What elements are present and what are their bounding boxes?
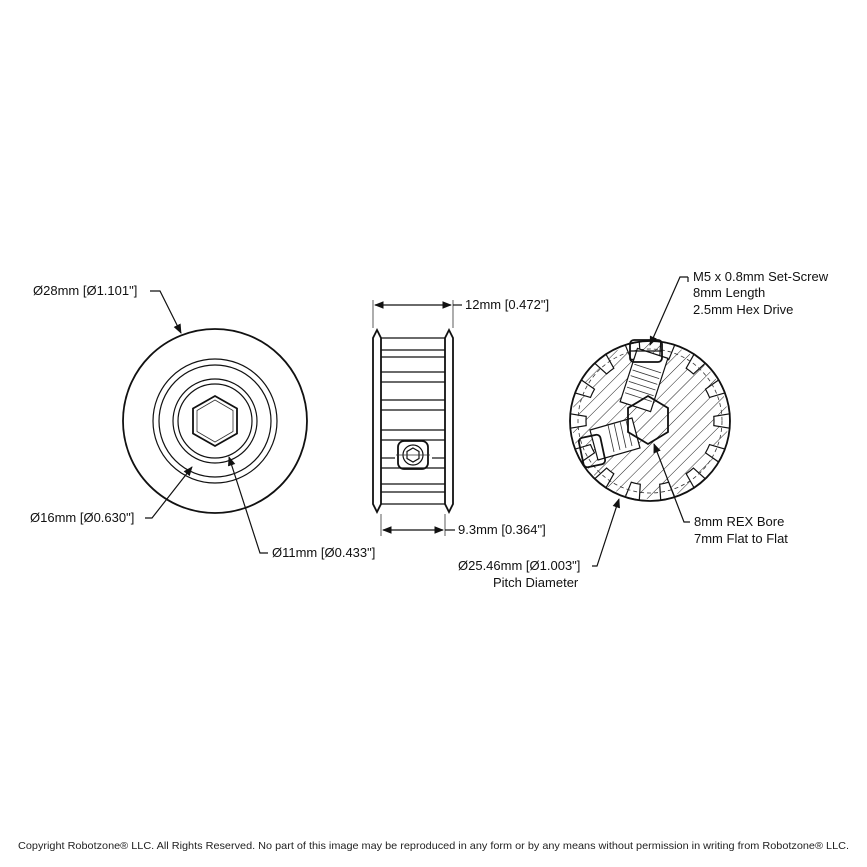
set-screw-line-1: M5 x 0.8mm Set-Screw: [693, 269, 829, 284]
hex-bore-inner: [196, 399, 234, 443]
set-screw-leader: [649, 276, 688, 346]
pitch-diameter-caption: Pitch Diameter: [493, 575, 579, 590]
outer-flange-circle: [122, 328, 308, 514]
bore-line-2: 7mm Flat to Flat: [694, 531, 788, 546]
hub-inner-circle: [177, 383, 253, 459]
tooth-lines: [381, 349, 445, 493]
hub-diameter-label: Ø11mm [Ø0.433"]: [272, 545, 375, 560]
set-screw-line-3: 2.5mm Hex Drive: [693, 302, 793, 317]
set-screw-line-2: 8mm Length: [693, 285, 765, 300]
copyright-text: Copyright Robotzone® LLC. All Rights Res…: [18, 840, 849, 852]
tooth-gap: [593, 467, 615, 489]
hex-bore-shape: [192, 394, 238, 448]
hub-step-circle: [158, 364, 272, 478]
bore-leader: [653, 443, 690, 523]
overall-width-label: 12mm [0.472"]: [465, 297, 549, 312]
section-view: M5 x 0.8mm Set-Screw 8mm Length 2.5mm He…: [458, 269, 829, 590]
side-set-screw: [396, 440, 430, 470]
flange-diameter-label: Ø16mm [Ø0.630"]: [30, 510, 134, 525]
section-hex-bore: [627, 394, 669, 446]
pitch-circle: [577, 348, 723, 494]
left-flange: [372, 327, 382, 515]
pitch-diameter-leader: [592, 498, 620, 567]
right-flange: [444, 327, 454, 515]
outer-diameter-leader: [150, 290, 182, 334]
flange-diameter-leader: [145, 466, 193, 519]
pitch-diameter-value: Ø25.46mm [Ø1.003"]: [458, 558, 580, 573]
hub-diameter-leader: [228, 456, 268, 554]
flange-ring-circle: [152, 358, 278, 484]
bore-line-1: 8mm REX Bore: [694, 514, 784, 529]
tooth-gap: [704, 379, 726, 399]
tooth-gap: [574, 379, 596, 399]
upper-screw-channel: [619, 339, 669, 413]
outer-diameter-label: Ø28mm [Ø1.101"]: [33, 283, 137, 298]
side-view: 12mm [0.472"] 9.3mm [0.364"]: [372, 297, 549, 537]
lower-set-screw: [577, 433, 607, 469]
hub-circle: [172, 378, 258, 464]
front-view: Ø28mm [Ø1.101"] Ø16mm [Ø0.630"] Ø11mm [Ø…: [30, 283, 375, 560]
tooth-width-label: 9.3mm [0.364"]: [458, 522, 546, 537]
